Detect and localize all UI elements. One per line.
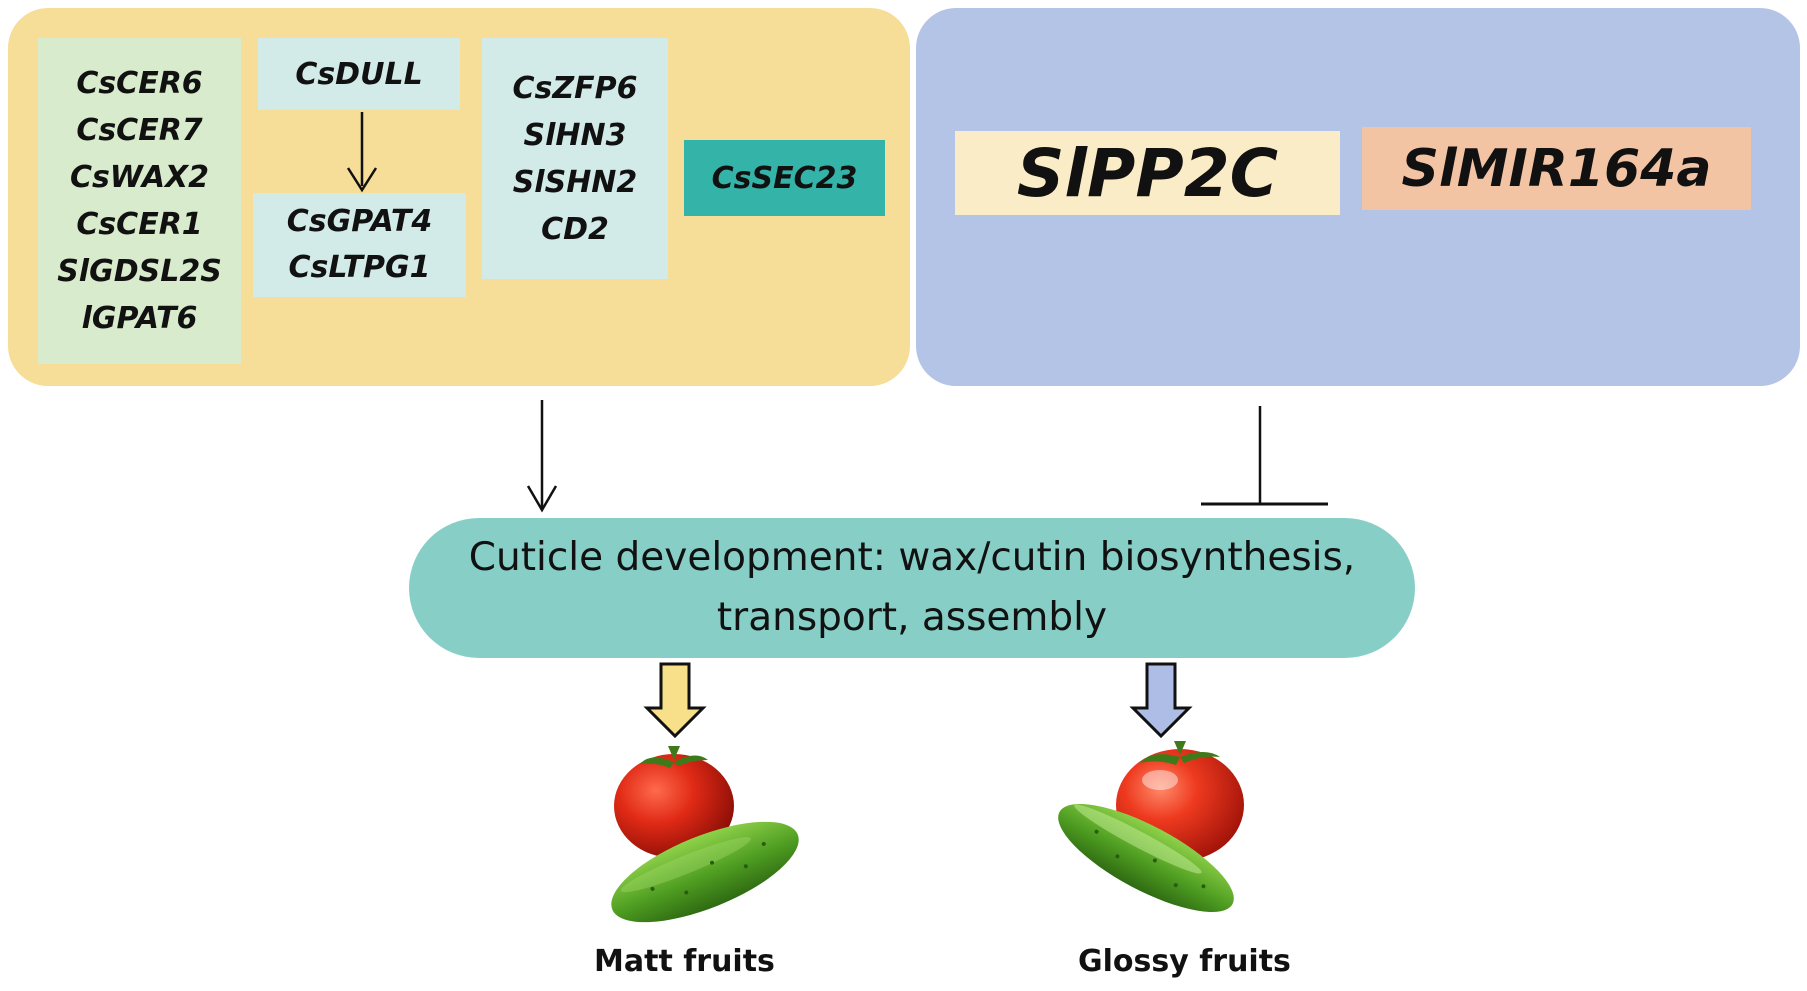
gene-label: lGPAT6 <box>81 301 198 336</box>
gene-group-zfp: CsZFP6 SlHN3 SlSHN2 CD2 <box>482 38 668 279</box>
gene-label: CsDULL <box>295 56 423 92</box>
gene-label: CsGPAT4 <box>286 204 433 239</box>
activation-arrow-main <box>526 400 558 513</box>
gene-box-cssec23: CsSEC23 <box>684 140 885 216</box>
process-line-2: transport, assembly <box>716 595 1108 640</box>
gene-label: SlHN3 <box>523 117 627 153</box>
gene-label: CD2 <box>541 211 609 247</box>
gene-label: CsWAX2 <box>69 160 210 195</box>
gene-label: SlMIR164a <box>1401 138 1712 199</box>
gene-box-slpp2c: SlPP2C <box>955 131 1340 215</box>
matt-fruits-image <box>611 746 799 923</box>
gene-label: CsCER6 <box>76 66 203 101</box>
block-arrow-matt <box>643 662 707 739</box>
gene-label: SlPP2C <box>1016 134 1279 212</box>
process-line-1: Cuticle development: wax/cutin biosynthe… <box>468 535 1356 580</box>
gene-label: CsZFP6 <box>512 70 638 106</box>
gene-box-slmir164a: SlMIR164a <box>1362 127 1751 210</box>
gene-box-csdull: CsDULL <box>258 38 460 110</box>
gene-label: CsLTPG1 <box>288 250 431 285</box>
gene-box-gpat-ltpg: CsGPAT4 CsLTPG1 <box>253 193 466 297</box>
gene-label: SlSHN2 <box>512 164 638 200</box>
cuticle-development-bubble: Cuticle development: wax/cutin biosynthe… <box>409 518 1415 658</box>
inhibition-bar <box>1201 406 1328 506</box>
gene-label: CsCER7 <box>76 113 203 148</box>
matt-fruits-label: Matt fruits <box>594 944 775 979</box>
glossy-fruits-label: Glossy fruits <box>1078 944 1291 979</box>
gene-group-cer: CsCER6 CsCER7 CsWAX2 CsCER1 SlGDSL2S lGP… <box>38 38 241 364</box>
gene-label: SlGDSL2S <box>57 254 222 289</box>
gene-label: CsCER1 <box>76 207 203 242</box>
glossy-fruits-image <box>1058 741 1244 912</box>
gene-label: CsSEC23 <box>711 160 858 196</box>
block-arrow-glossy <box>1129 662 1193 739</box>
activation-arrow-dull <box>346 112 378 193</box>
